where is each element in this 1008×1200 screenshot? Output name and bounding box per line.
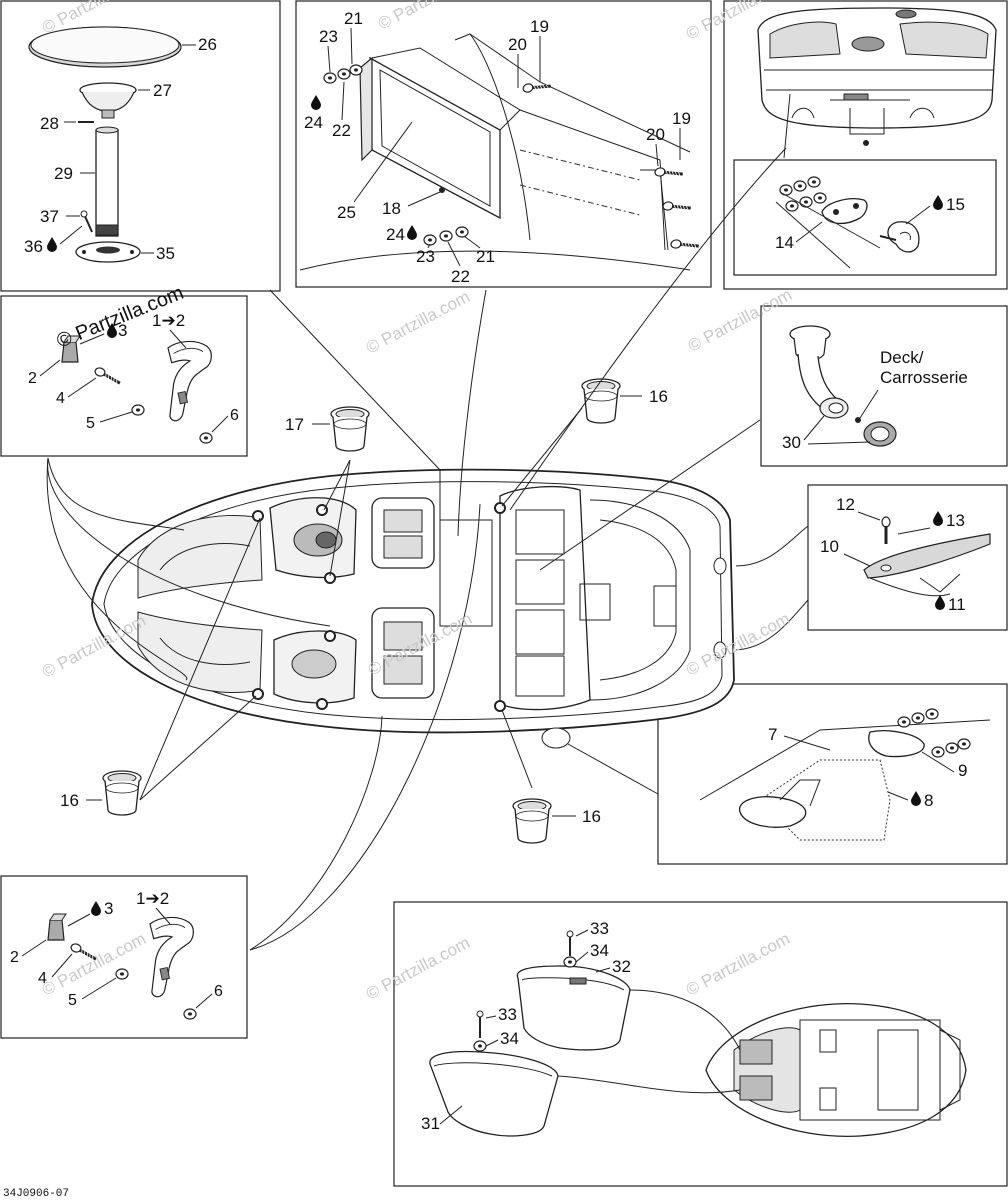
- deck-label-line1: Deck/: [880, 348, 924, 367]
- callout-23-bottom: 23: [416, 247, 435, 266]
- transom-plate-part: [863, 533, 991, 579]
- callout-16-right: 16: [649, 387, 668, 406]
- callout-22-top: 22: [332, 121, 351, 140]
- callout-24-top: 24: [304, 113, 323, 132]
- callout-17: 17: [285, 415, 304, 434]
- storage-bins-box: 33 34 32 33 34 31: [393, 901, 1008, 1187]
- callout-2-upper: 2: [28, 370, 37, 387]
- callout-10: 10: [820, 537, 839, 556]
- sealant-drop-icon: [911, 791, 921, 806]
- connector-lines: [46, 147, 809, 951]
- callout-26: 26: [198, 35, 217, 54]
- cup-holder-16-left: [102, 770, 142, 816]
- storage-bin-32-part: [516, 965, 631, 1051]
- callout-21-top: 21: [344, 9, 363, 28]
- table-pole-part: [95, 129, 119, 237]
- svg-text:© Partzilla.com: © Partzilla.com: [363, 933, 473, 1004]
- pop-up-cleat-box: 7 9 8: [657, 683, 1008, 865]
- callout-6-lower: 6: [214, 983, 223, 1000]
- callout-15: 15: [946, 195, 965, 214]
- callout-11: 11: [948, 595, 966, 614]
- sealant-drop-icon: [407, 225, 417, 240]
- callout-1to2-lower: 1➔2: [136, 889, 169, 908]
- deck-fitting-box: Deck/ Carrosserie 30: [760, 305, 1008, 467]
- cleat-part: [887, 221, 920, 253]
- callout-7: 7: [768, 725, 777, 744]
- callout-37: 37: [40, 207, 59, 226]
- callout-16-left: 16: [60, 791, 79, 810]
- callout-23-top: 23: [319, 27, 338, 46]
- callout-30: 30: [782, 433, 801, 452]
- callout-6-upper: 6: [230, 407, 239, 424]
- callout-28: 28: [40, 114, 59, 133]
- callout-4-upper: 4: [56, 390, 65, 407]
- callout-3-lower: 3: [104, 899, 113, 918]
- cup-holder-17: [330, 406, 370, 452]
- storage-compartment-box: 21 23 24 22 19 20 19 20 25 18 24 23 22 2…: [295, 0, 712, 288]
- sealant-drop-icon: [933, 511, 943, 526]
- grab-handle-box-upper: 2 3 4 5 1➔2 6 © Partzilla.com: [0, 282, 248, 457]
- callout-34-bottom: 34: [500, 1029, 519, 1048]
- callout-16-bottom: 16: [582, 807, 601, 826]
- callout-36: 36: [24, 237, 43, 256]
- svg-text:© Partzilla.com: © Partzilla.com: [375, 0, 485, 34]
- callout-32: 32: [612, 957, 631, 976]
- cup-holder-16-right: [581, 378, 621, 424]
- callout-14: 14: [775, 233, 794, 252]
- callout-1to2-upper: 1➔2: [152, 311, 185, 330]
- sealant-drop-icon: [47, 237, 57, 252]
- callout-24-bottom: 24: [386, 225, 405, 244]
- svg-text:© Partzilla.com: © Partzilla.com: [685, 285, 795, 356]
- callout-34-top: 34: [590, 941, 609, 960]
- callout-12: 12: [836, 495, 855, 514]
- svg-text:© Partzilla.com: © Partzilla.com: [363, 287, 473, 358]
- grab-handle-lower: [149, 916, 194, 998]
- callout-20-top: 20: [508, 35, 527, 54]
- cup-holder-16-bottom: [512, 798, 552, 844]
- callout-27: 27: [153, 81, 172, 100]
- callout-18: 18: [382, 199, 401, 218]
- callout-31: 31: [421, 1114, 440, 1133]
- stern-cleat-box: 14 15: [723, 0, 1008, 290]
- grab-handle-upper: [167, 340, 212, 422]
- grab-handle-box-lower: 2 3 4 5 1➔2 6: [0, 875, 248, 1039]
- sealant-drop-icon: [933, 195, 943, 210]
- callout-33-top: 33: [590, 919, 609, 938]
- callout-21-bottom: 21: [476, 247, 495, 266]
- reference-code: 34J0906-07: [3, 1188, 69, 1200]
- callout-25: 25: [337, 203, 356, 222]
- pop-up-cleat-part: [739, 796, 807, 828]
- callout-5-upper: 5: [86, 415, 95, 432]
- callout-13: 13: [946, 511, 965, 530]
- callout-35: 35: [156, 244, 175, 263]
- sealant-drop-icon: [91, 901, 101, 916]
- deck-label-line2: Carrosserie: [880, 368, 968, 387]
- boat-deck-top-view: [91, 468, 735, 749]
- callout-3-upper: 3: [118, 321, 127, 340]
- callout-19-top: 19: [530, 17, 549, 36]
- table-parts-box: 26 27 28 29 37 36 35: [0, 0, 281, 292]
- callout-22-bottom: 22: [451, 267, 470, 286]
- callout-8: 8: [924, 791, 933, 810]
- cleat-housing-part: [868, 730, 925, 758]
- sealant-drop-icon: [935, 595, 945, 610]
- callout-2-lower: 2: [10, 949, 19, 966]
- callout-5-lower: 5: [68, 992, 77, 1009]
- callout-29: 29: [54, 164, 73, 183]
- callout-33-bottom: 33: [498, 1005, 517, 1024]
- callout-20-right: 20: [646, 125, 665, 144]
- callout-9: 9: [958, 761, 967, 780]
- transom-plate-box: 12 13 10 11: [807, 484, 1008, 631]
- callout-19-right: 19: [672, 109, 691, 128]
- sealant-drop-icon: [311, 95, 321, 110]
- svg-text:© Partzilla.com: © Partzilla.com: [683, 929, 793, 1000]
- callout-4-lower: 4: [38, 970, 47, 987]
